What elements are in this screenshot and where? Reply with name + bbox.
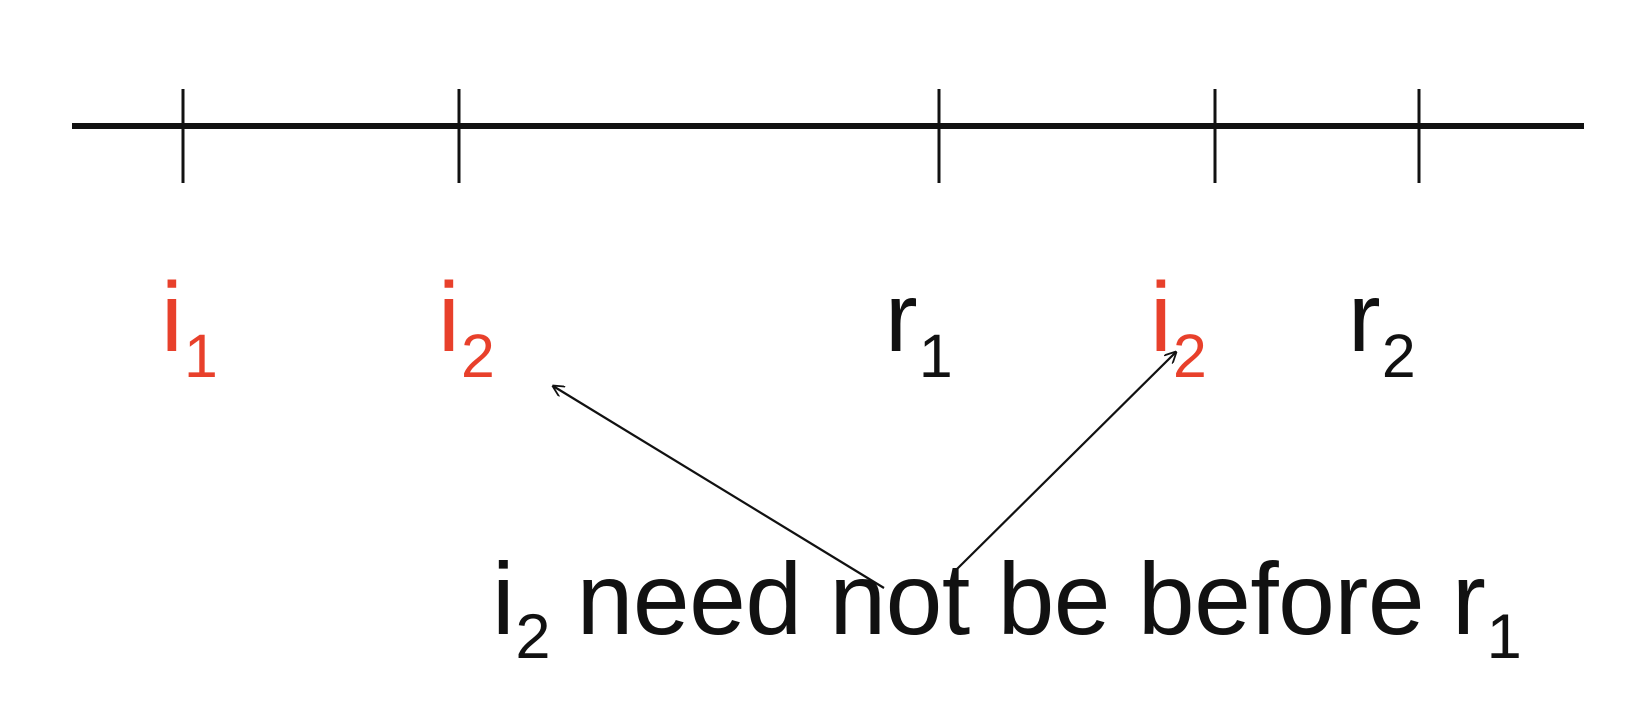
annotation-subscript-last: 1 (1486, 602, 1522, 673)
label-r2-subscript: 2 (1381, 321, 1416, 390)
arrow-to-second-i2 (956, 352, 1176, 570)
annotation-lead: i (492, 542, 515, 656)
label-i2-first-subscript: 2 (460, 321, 495, 390)
timeline-label-r1: r1 (885, 268, 953, 386)
timeline-label-i2-first: i2 (438, 268, 495, 386)
annotation-text: i2 need not be before r1 (492, 548, 1522, 669)
timeline-label-i2-second: i2 (1150, 268, 1207, 386)
timeline-label-i1: i1 (161, 268, 218, 386)
label-i2-second-subscript: 2 (1172, 321, 1207, 390)
label-r1-base: r (885, 262, 918, 372)
label-r2-base: r (1348, 262, 1381, 372)
label-i2-first-base: i (438, 262, 460, 372)
arrow-to-first-i2 (553, 386, 885, 589)
timeline-label-r2: r2 (1348, 268, 1416, 386)
label-i1-subscript: 1 (183, 321, 218, 390)
annotation-subscript-first: 2 (515, 602, 551, 673)
label-r1-subscript: 1 (918, 321, 953, 390)
label-i1-base: i (161, 262, 183, 372)
label-i2-second-base: i (1150, 262, 1172, 372)
annotation-middle: need not be before r (548, 542, 1486, 656)
